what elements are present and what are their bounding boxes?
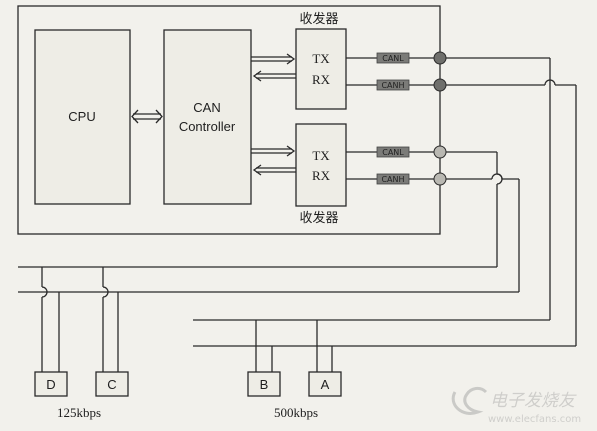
- cpu-label: CPU: [68, 109, 95, 124]
- node-a-box: [308, 371, 342, 397]
- canl-tag-2: [376, 146, 410, 158]
- can-port-lines: [346, 57, 438, 180]
- canh-tag-2-text: CANH: [381, 175, 404, 184]
- watermark-text: 电子发烧友: [490, 391, 577, 411]
- port-node-canh-2: [433, 172, 447, 186]
- can-controller-box: [163, 29, 252, 205]
- port-node-canh-1: [433, 78, 447, 92]
- tx-arrow-top: [251, 53, 296, 65]
- can-controller-label-line2: Controller: [179, 119, 236, 134]
- drop-lines-500kbps: [255, 320, 333, 372]
- transceiver-bottom-rx: RX: [312, 168, 331, 183]
- node-c-label: C: [107, 377, 116, 392]
- node-b-box: [247, 371, 281, 397]
- drop-lines-125kbps: [41, 267, 119, 372]
- transceiver-bottom-tx: TX: [312, 148, 330, 163]
- port-node-canl-2: [433, 145, 447, 159]
- tx-arrow-bottom: [251, 145, 296, 157]
- transceiver-top-label: 收发器: [299, 11, 338, 26]
- canl-tag-1: [376, 52, 410, 64]
- node-a-label: A: [321, 377, 330, 392]
- device-boundary: [17, 5, 441, 235]
- cpu-box: [34, 29, 131, 205]
- route-to-500kbps-bus: [193, 57, 577, 347]
- canl-tag-1-text: CANL: [382, 54, 404, 63]
- speed-label-500kbps: 500kbps: [274, 405, 318, 420]
- canl-tag-2-text: CANL: [382, 148, 404, 157]
- canh-tag-2: [376, 173, 410, 185]
- speed-label-125kbps: 125kbps: [57, 405, 101, 420]
- node-b-label: B: [260, 377, 269, 392]
- watermark-url: www.elecfans.com: [488, 414, 581, 425]
- node-d-box: [34, 371, 68, 397]
- node-c-box: [95, 371, 129, 397]
- rx-arrow-top: [252, 70, 296, 82]
- can-controller-label-line1: CAN: [193, 100, 220, 115]
- transceiver-bottom-box: [295, 123, 347, 207]
- node-d-label: D: [46, 377, 55, 392]
- rx-arrow-bottom: [252, 164, 296, 176]
- transceiver-top-box: [295, 28, 347, 110]
- transceiver-top-tx: TX: [312, 51, 330, 66]
- port-node-canl-1: [433, 51, 447, 65]
- transceiver-top-rx: RX: [312, 72, 331, 87]
- watermark-swirl-icon: [451, 386, 488, 415]
- route-to-125kbps-bus: [18, 151, 520, 293]
- cpu-controller-bus-arrow: [131, 109, 163, 124]
- canh-tag-1: [376, 79, 410, 91]
- watermark-logo: 电子发烧友 www.elecfans.com: [451, 386, 581, 425]
- canh-tag-1-text: CANH: [381, 81, 404, 90]
- transceiver-bottom-label: 收发器: [299, 210, 338, 225]
